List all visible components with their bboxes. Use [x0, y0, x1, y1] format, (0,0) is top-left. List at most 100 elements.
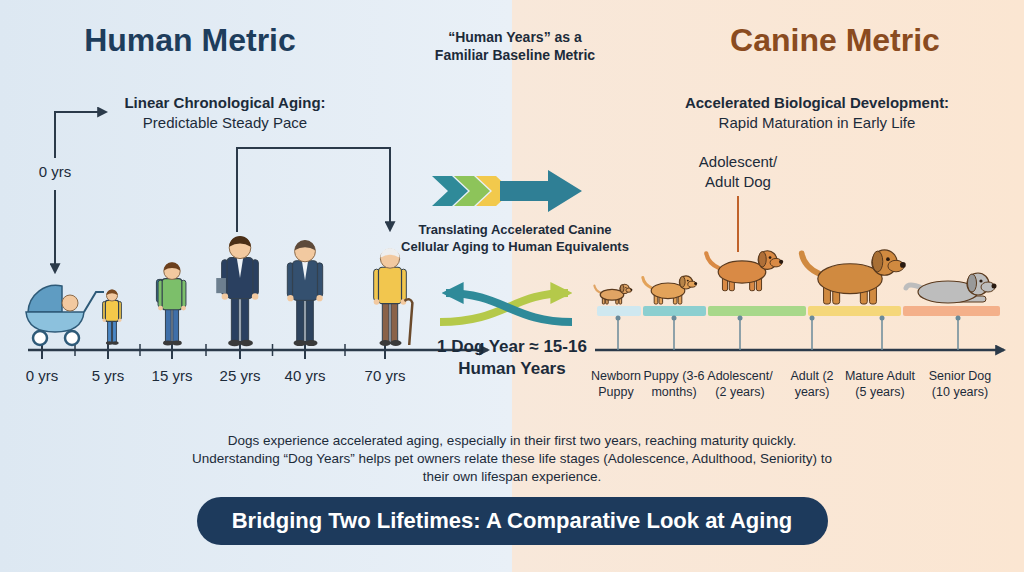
dog-ear [968, 274, 977, 292]
stage-dot [738, 316, 743, 321]
stage-tick [739, 318, 741, 350]
panel-subtitle: Linear Chronological Aging: Predictable … [100, 93, 350, 132]
shoe [379, 340, 391, 346]
stroller-wheel [65, 331, 79, 345]
caption: Dogs experience accelerated aging, espec… [182, 432, 842, 487]
leg [108, 320, 112, 344]
hair [107, 289, 118, 295]
person-figure [216, 236, 258, 346]
hand [316, 295, 322, 301]
torso [293, 261, 318, 301]
leg [241, 295, 249, 343]
leg [306, 297, 313, 343]
dog-figure [706, 251, 783, 291]
dog-nose [779, 260, 783, 264]
person-figure [103, 289, 122, 344]
dog-eye [769, 256, 772, 259]
stage-bar [708, 306, 806, 316]
stage-bar [597, 306, 641, 316]
torso [105, 300, 118, 321]
dog-nose [694, 282, 697, 285]
stage-dot [672, 316, 677, 321]
leg [297, 297, 304, 343]
timeline-tick [205, 344, 207, 356]
stage-label: Senior Dog (10 years) [924, 368, 996, 401]
shoe [228, 340, 241, 346]
stage-label: Mature Adult (5 years) [841, 368, 919, 401]
curved-arrow [446, 293, 572, 322]
hand [252, 293, 258, 299]
timeline-tick [272, 344, 274, 356]
stage-tick [811, 318, 813, 350]
age-label: 25 yrs [210, 366, 270, 386]
banner-title: Bridging Two Lifetimes: A Comparative Lo… [232, 507, 793, 536]
stage-dot [616, 316, 621, 321]
shirt-tie [302, 261, 308, 281]
leader-arrow [54, 190, 56, 272]
stage-tick [617, 318, 619, 350]
stage-bar [808, 306, 901, 316]
leg [391, 301, 398, 343]
callout-label: Adolescent/ Adult Dog [690, 152, 786, 191]
shirt-tie [237, 258, 243, 279]
dog-ear [872, 251, 882, 272]
age-label: 40 yrs [275, 366, 335, 386]
torso [227, 258, 253, 299]
dog-nose [992, 284, 997, 289]
shoe [240, 340, 253, 346]
shoe [305, 340, 317, 346]
shoe [112, 341, 119, 344]
dog-snout [626, 288, 632, 292]
stage-tick [881, 318, 883, 350]
hair [380, 248, 399, 258]
stage-bar [643, 306, 706, 316]
shoe [294, 340, 306, 346]
leader-arrow [55, 112, 106, 158]
dog-eye [886, 257, 890, 261]
dog-nose [630, 289, 632, 291]
head [380, 249, 399, 268]
hair [295, 240, 316, 250]
stage-label: Adult (2 years) [785, 368, 839, 401]
stage-label: Newborn Puppy [588, 368, 644, 401]
hand [181, 306, 186, 311]
shoe [390, 340, 402, 346]
age-label: 5 yrs [80, 366, 136, 386]
dog-figure [802, 250, 906, 304]
title-banner: Bridging Two Lifetimes: A Comparative Lo… [197, 497, 828, 545]
dog-figure [643, 276, 697, 304]
stroller-handle [84, 292, 104, 312]
dog-tail [706, 253, 720, 268]
person-figure [287, 240, 322, 346]
stroller-hood [28, 285, 62, 312]
stage-label: Adolescent/ (2 years) [705, 368, 775, 401]
stroller-wheel [33, 331, 47, 345]
shoe [106, 341, 113, 344]
hand [158, 306, 163, 311]
dog-ear [759, 252, 767, 267]
book [216, 278, 226, 293]
age-label: 0 yrs [27, 162, 83, 182]
dog-ear [680, 276, 685, 287]
hand [118, 319, 121, 322]
dog-tail [802, 253, 820, 274]
hand [374, 299, 380, 305]
baby-stroller [26, 285, 104, 345]
hair [229, 236, 251, 247]
age-label: 0 yrs [14, 366, 70, 386]
dog-ear [620, 285, 624, 293]
leg [173, 307, 179, 343]
note-label: “Human Years” as a Familiar Baseline Met… [428, 28, 603, 64]
stage-dot [810, 316, 815, 321]
leg [165, 307, 171, 343]
conversion-ratio: 1 Dog Year ≈ 15-16 Human Years [432, 336, 592, 380]
dog-eye [687, 280, 689, 282]
stage-tick [957, 318, 959, 350]
timeline-tick [139, 344, 141, 356]
stage-dot [956, 316, 961, 321]
person-figure [374, 248, 413, 346]
baby-head [62, 295, 78, 311]
leg [231, 295, 239, 343]
